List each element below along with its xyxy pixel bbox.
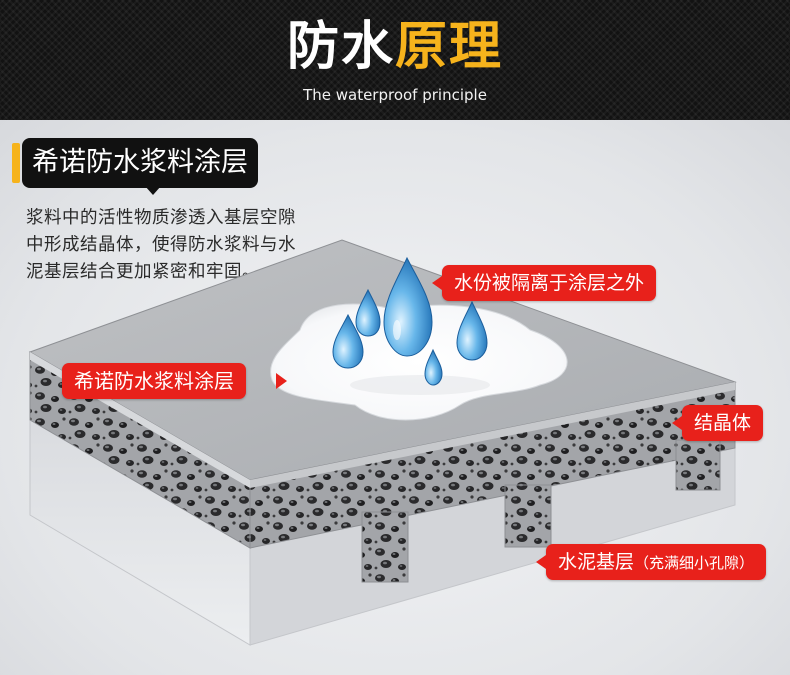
- crystal-pillar: [675, 439, 721, 491]
- description-line: 泥基层结合更加紧密和牢固。: [26, 262, 260, 282]
- description-line: 中形成结晶体，使得防水浆料与水: [26, 235, 296, 255]
- callout-pointer: [536, 555, 546, 569]
- callout-base-main: 水泥基层: [558, 551, 635, 573]
- coating-edge-right: [250, 382, 735, 488]
- title-yellow-part: 原理: [395, 17, 504, 77]
- crystal-pillar: [361, 511, 409, 583]
- page-subtitle: The waterproof principle: [303, 86, 487, 104]
- callout-pointer: [276, 373, 287, 389]
- water-drop-icon: [355, 288, 381, 337]
- callout-crystal: 结晶体: [682, 405, 764, 441]
- header-banner: 防水原理 The waterproof principle: [0, 0, 790, 120]
- page-title: 防水原理: [0, 14, 790, 80]
- callout-pointer: [432, 276, 442, 290]
- callout-pointer: [672, 416, 682, 430]
- section-label-pointer: [145, 186, 161, 195]
- title-white-part: 防水: [286, 17, 395, 77]
- section-description: 浆料中的活性物质渗透入基层空隙 中形成结晶体，使得防水浆料与水 泥基层结合更加紧…: [26, 205, 371, 286]
- water-drop-icon: [424, 348, 443, 386]
- water-drop-icon: [383, 256, 433, 357]
- puddle-shadow: [350, 375, 490, 395]
- callout-base-note: （充满细小孔隙）: [634, 554, 755, 572]
- callout-cement-base: 水泥基层（充满细小孔隙）: [546, 544, 767, 580]
- water-drop-icon: [332, 313, 364, 369]
- description-line: 浆料中的活性物质渗透入基层空隙: [26, 208, 296, 228]
- section-label: 希诺防水浆料涂层: [22, 138, 258, 188]
- callout-water-isolated: 水份被隔离于涂层之外: [442, 265, 657, 301]
- water-drop-icon: [456, 300, 488, 361]
- crystal-pillar: [504, 484, 552, 548]
- callout-coating: 希诺防水浆料涂层: [62, 363, 246, 399]
- section-accent-bar: [12, 143, 20, 183]
